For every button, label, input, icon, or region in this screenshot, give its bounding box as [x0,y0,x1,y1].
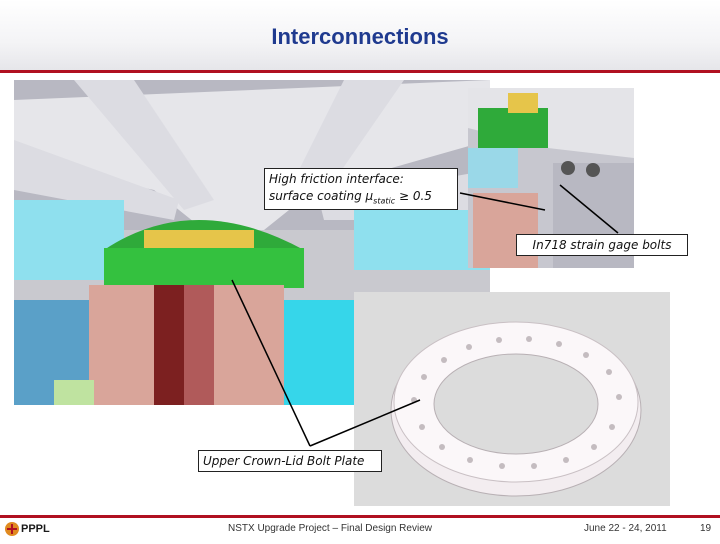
slide-title: Interconnections [271,24,449,49]
friction-line1: High friction interface: [269,172,404,186]
friction-coef-subscript: static [373,196,396,206]
title-divider [0,70,720,73]
strain-gage-label: In718 strain gage bolts [532,238,672,252]
page-number: 19 [700,523,712,534]
footer-divider [0,515,720,518]
title-bar [0,0,720,70]
bolt-plate-callout: Upper Crown-Lid Bolt Plate [198,450,382,472]
svg-text:PPPL: PPPL [21,523,50,535]
bolt-plate-label: Upper Crown-Lid Bolt Plate [203,454,365,468]
strain-gage-callout: In718 strain gage bolts [516,234,688,256]
footer [0,518,720,540]
bolt-plate-ring-image [354,292,670,506]
footer-date: June 22 - 24, 2011 [584,523,667,534]
friction-coef-label: surface coating μ [269,189,374,203]
friction-line2: surface coating μstatic ≥ 0.5 [269,188,453,209]
footer-project: NSTX Upgrade Project – Final Design Revi… [228,523,432,534]
friction-interface-callout: High friction interface: surface coating… [264,168,458,210]
pppl-logo: PPPL [4,519,56,539]
friction-coef-value: ≥ 0.5 [395,189,432,203]
